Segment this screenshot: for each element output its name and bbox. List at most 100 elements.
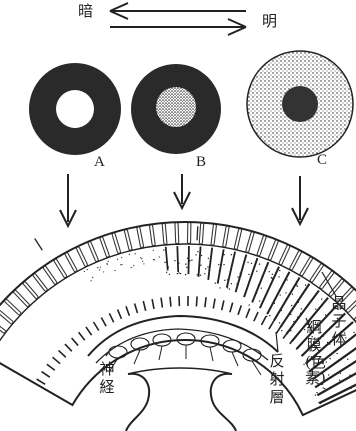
pigment-dot <box>135 253 136 254</box>
pigment-dot <box>249 304 250 305</box>
eye-state-c <box>247 51 353 157</box>
pigment-dot <box>278 276 279 277</box>
pigment-dot <box>286 279 287 280</box>
pigment-dot <box>223 264 224 265</box>
retina-label: 網膜 <box>305 318 323 354</box>
pigment-dot <box>227 287 228 288</box>
pigment-dot <box>120 264 121 265</box>
pigment-dot <box>178 272 179 273</box>
pigment-dot <box>295 322 296 323</box>
pigment-dot <box>117 259 118 260</box>
pigment-dot <box>215 282 216 283</box>
pigment-dot <box>159 256 160 257</box>
pigment-dot <box>274 303 275 304</box>
pigment-dot <box>326 361 327 362</box>
pigment-dot <box>297 316 298 317</box>
nerve-fiber <box>210 347 213 361</box>
pigment-label: (色素) <box>305 354 323 386</box>
nerve-fiber <box>232 352 238 366</box>
pigment-dot <box>204 273 205 274</box>
pigment-dot <box>323 387 324 388</box>
pigment-dot <box>231 254 232 255</box>
pigment-dot <box>324 388 325 389</box>
pigment-dot <box>321 298 322 299</box>
pigment-dot <box>166 272 167 273</box>
pigment-dot <box>269 271 270 272</box>
pigment-dot <box>164 262 165 263</box>
pigment-dot <box>231 283 232 284</box>
pigment-dot <box>327 342 328 343</box>
panel-label-a: A <box>94 155 105 170</box>
pigment-dot <box>296 284 297 285</box>
pigment-dot <box>315 394 316 395</box>
bright-label: 明 <box>262 14 277 29</box>
pigment-dot <box>236 283 237 284</box>
pigment-dot <box>272 274 273 275</box>
pigment-dot <box>207 266 208 267</box>
pigment-dot <box>177 268 178 269</box>
pigment-dot <box>121 264 122 265</box>
arrow-c <box>292 176 308 224</box>
pigment-dot <box>261 276 262 277</box>
pigment-dot <box>271 277 272 278</box>
pigment-dot <box>269 315 270 316</box>
pigment-dot <box>259 300 260 301</box>
pigment-dot <box>103 271 104 272</box>
pigment-dot <box>325 314 326 315</box>
dark-label: 暗 <box>78 4 93 19</box>
pigment-dot <box>218 264 219 265</box>
panel-label-b: B <box>196 155 206 170</box>
nerve-fiber <box>134 350 140 364</box>
pigment-dot <box>237 276 238 277</box>
eye-state-a <box>29 63 121 155</box>
pigment-dot <box>247 262 248 263</box>
pigment-dot <box>223 254 224 255</box>
pigment-dot <box>328 374 329 375</box>
reflective-layer-label: 反射層 <box>268 352 286 406</box>
pigment-dot <box>279 294 280 295</box>
pigment-dot <box>205 268 206 269</box>
pigment-dot <box>200 265 201 266</box>
ommatidium-cone-lumen <box>201 225 202 243</box>
pigment-dot <box>240 273 241 274</box>
pigment-dot <box>189 260 190 261</box>
pigment-dot <box>296 282 297 283</box>
pigment-dot <box>97 267 98 268</box>
pigment-dot <box>316 392 317 393</box>
ommatidium-cone-lumen <box>177 224 178 242</box>
arrow-a <box>60 174 76 226</box>
pigment-dot <box>153 259 154 260</box>
pigment-dot <box>208 269 209 270</box>
pigment-dot <box>291 305 292 306</box>
pigment-dot <box>210 260 211 261</box>
pigment-dot <box>279 270 280 271</box>
pigment-dot <box>340 373 341 374</box>
pigment-dot <box>168 266 169 267</box>
pigment-dot <box>305 284 306 285</box>
pigment-dot <box>107 264 108 265</box>
eye-section <box>0 222 356 415</box>
pigment-dot <box>185 263 186 264</box>
pigment-dot <box>297 286 298 287</box>
section-indicator <box>197 226 198 240</box>
pigment-dot <box>208 258 209 259</box>
pigment-dot <box>153 250 154 251</box>
eye-state-b <box>131 64 221 154</box>
pigment-dot <box>243 295 244 296</box>
pigment-dot <box>339 380 340 381</box>
pigment-dot <box>336 353 337 354</box>
pigment-dot <box>329 358 330 359</box>
pigment-dot <box>195 254 196 255</box>
pigment-dot <box>349 375 350 376</box>
pigment-dot <box>154 259 155 260</box>
pigment-dot <box>163 249 164 250</box>
pigment-dot <box>351 387 352 388</box>
section-indicator <box>35 239 43 251</box>
pigment-dot <box>174 260 175 261</box>
pigment-dot <box>285 292 286 293</box>
pigment-dot <box>300 313 301 314</box>
pigment-dot <box>318 402 319 403</box>
pigment-dot <box>185 274 186 275</box>
pigment-dot <box>140 257 141 258</box>
